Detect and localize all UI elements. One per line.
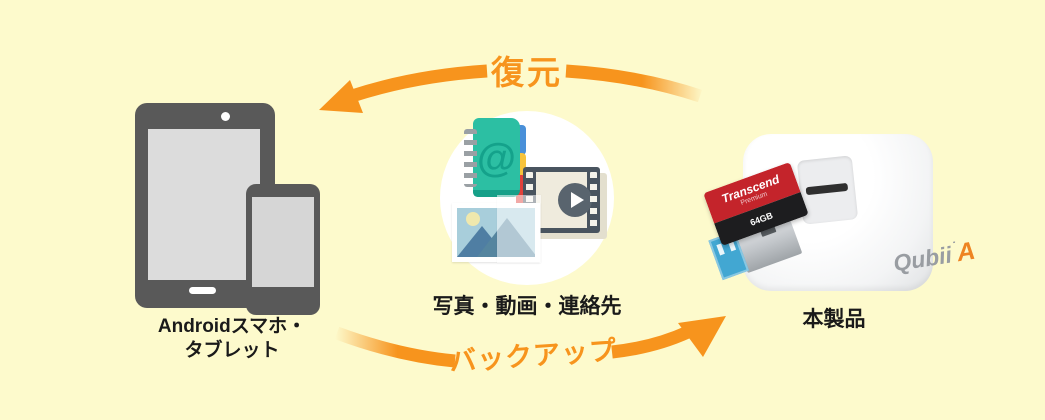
tablet-screen [148, 129, 260, 280]
content-label: 写真・動画・連絡先 [432, 295, 622, 318]
address-book-icon: @ [464, 118, 538, 204]
logo-variant: A [954, 236, 978, 268]
film-frame [536, 172, 592, 228]
smartphone-icon [246, 184, 320, 315]
backup-arrow-shaft-left [334, 326, 456, 368]
device-label-line2: タブレット [184, 340, 280, 362]
restore-arrow-shaft-left [349, 64, 488, 103]
microsd-capacity: 64GB [748, 210, 775, 228]
content-circle: @ [440, 111, 614, 285]
logo-name: Qubii [891, 241, 954, 277]
book-tab-blue [516, 125, 526, 155]
book-spiral-rings [464, 129, 477, 187]
smartphone-screen [252, 197, 314, 287]
device-label-line1: Androidスマホ・ [157, 316, 307, 337]
at-symbol-icon: @ [476, 135, 516, 180]
sd-slot-opening [805, 182, 849, 196]
backup-arrowhead [678, 316, 726, 357]
tablet-camera-dot [221, 112, 230, 121]
film-strip-icon [523, 167, 600, 233]
tablet-home-button [189, 287, 216, 294]
book-tab-red [516, 175, 526, 204]
backup-arrow [334, 316, 726, 368]
usb-pin [715, 243, 725, 256]
play-icon [558, 183, 592, 217]
backup-arrow-shaft-right [611, 326, 691, 359]
photo-stack-overlay [497, 195, 541, 263]
product-label: 本製品 [802, 308, 866, 331]
qubii-cube-device: Qubii˙A Transcend Premium 64GB [703, 128, 977, 308]
device-label: Androidスマホ・ タブレット [122, 315, 342, 364]
restore-arrow [319, 64, 703, 113]
book-tab-yellow [516, 153, 526, 177]
restore-arrowhead [319, 80, 363, 113]
restore-label: 復元 [491, 54, 563, 91]
film-sprocket-holes [590, 172, 597, 228]
restore-arrow-shaft-right [565, 64, 703, 103]
book-cover: @ [473, 118, 520, 197]
